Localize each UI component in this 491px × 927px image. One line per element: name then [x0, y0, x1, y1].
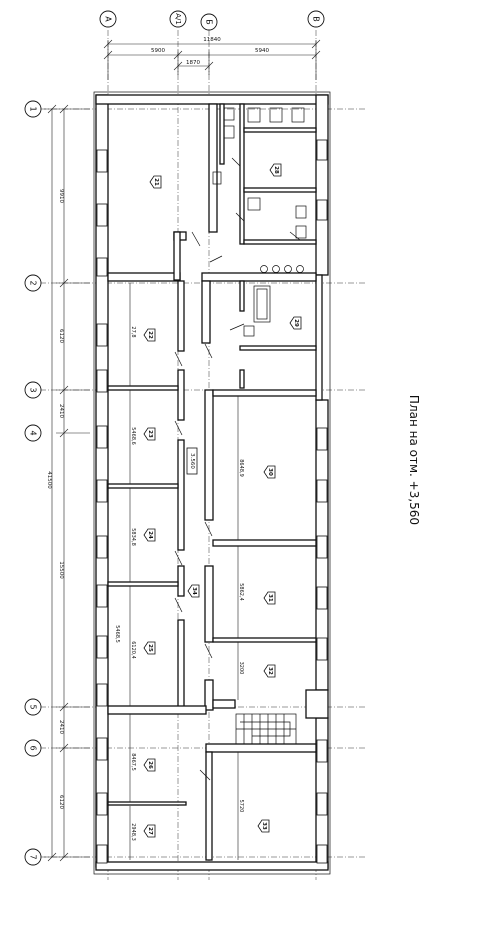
room-23-area: 5468,6 [130, 427, 136, 445]
svg-text:30: 30 [267, 468, 273, 476]
room-23-tag: 23 [143, 427, 156, 441]
room-25-area: 6120,4 [130, 641, 136, 659]
svg-text:22: 22 [147, 331, 153, 339]
room-25-tag: 25 [143, 641, 156, 655]
interior-walls [107, 103, 317, 861]
room-24-tag: 24 [143, 528, 156, 542]
room-27-area: 2948,3 [130, 823, 136, 841]
dim-left-width: 5900 [151, 48, 165, 54]
svg-text:31: 31 [267, 594, 273, 602]
room-30-area: 8648,9 [238, 459, 244, 477]
axis-bubbles-left: 1 2 3 4 5 6 7 [24, 100, 42, 866]
room-dimension-lines [129, 283, 239, 860]
room-34-tag: 34 [187, 584, 200, 598]
building-outline [93, 91, 331, 875]
svg-text:23: 23 [147, 430, 153, 438]
staircase [235, 713, 297, 745]
room-33-tag: 33 [257, 819, 270, 833]
room-27-tag: 27 [143, 824, 156, 838]
level-mark: 3.560 [186, 447, 198, 475]
axis-label-2: 2 [29, 280, 38, 285]
room-22-tag: 22 [143, 328, 156, 342]
dim-span-2-3: 6120 [58, 329, 64, 343]
room-30-tag: 30 [263, 465, 276, 479]
svg-text:28: 28 [273, 166, 279, 174]
room-21-tag: 21 [149, 175, 162, 189]
dimensions-left: 41500 9910 6120 2410 15500 2410 6120 [44, 104, 90, 862]
axis-label-a1: А/1 [174, 13, 182, 25]
room-28-tag: 28 [269, 163, 282, 177]
dim-span-6-7: 6120 [58, 795, 64, 809]
axis-label-1: 1 [29, 106, 38, 111]
dim-overall-width: 11840 [203, 37, 221, 43]
room-31-area: 5862,4 [238, 583, 244, 601]
axis-label-7: 7 [29, 854, 38, 859]
room-areas: 27,8 5468,6 5834,8 6120,4 8467,5 2948,3 … [114, 326, 244, 840]
room-31-tag: 31 [263, 591, 276, 605]
windows-right [316, 139, 328, 864]
svg-text:25: 25 [147, 644, 153, 652]
axis-label-4: 4 [29, 430, 38, 435]
door-swings [174, 157, 301, 781]
room-32-tag: 32 [263, 664, 276, 678]
dim-span-4-5: 15500 [58, 561, 64, 579]
svg-text:27: 27 [147, 827, 153, 835]
sanitary-fixtures [212, 107, 307, 337]
room-32-area: 3200 [238, 662, 244, 675]
svg-text:24: 24 [147, 531, 153, 539]
dim-right-width: 5940 [255, 48, 269, 54]
dim-overall-length: 41500 [46, 471, 52, 489]
svg-text:32: 32 [267, 667, 273, 675]
level-mark-text: 3.560 [189, 453, 195, 469]
axis-label-5: 5 [29, 704, 38, 709]
svg-text:29: 29 [293, 319, 299, 327]
plan-title: План на отм. +3,560 [407, 395, 421, 525]
svg-text:21: 21 [153, 178, 159, 186]
room-26-tag: 26 [143, 758, 156, 772]
windows-left [96, 149, 108, 864]
room-29-tag: 29 [289, 316, 302, 330]
dim-small-width: 1870 [186, 60, 200, 66]
axis-label-b: Б [205, 19, 214, 25]
axis-label-6: 6 [29, 745, 38, 750]
axis-label-a: А [104, 16, 113, 22]
room-24-area: 5834,8 [130, 528, 136, 546]
svg-text:33: 33 [261, 822, 267, 830]
room-33-area: 5720 [238, 800, 244, 813]
room-tags: 21 22 23 24 25 26 27 28 [143, 163, 302, 838]
axis-bubbles-top: А А/1 Б В [99, 10, 325, 31]
dim-span-1-2: 9910 [58, 189, 64, 203]
room-26-area: 8467,5 [130, 753, 136, 771]
axis-label-3: 3 [29, 387, 38, 392]
axis-label-v: В [312, 16, 321, 22]
svg-text:26: 26 [147, 761, 153, 769]
svg-text:34: 34 [191, 587, 197, 595]
room-22-area: 27,8 [130, 326, 136, 337]
dim-span-3-4: 2410 [58, 404, 64, 418]
inner-dimension-label: 5468,5 [114, 625, 120, 643]
dimensions-top: 11840 5900 5940 1870 [103, 37, 321, 80]
dim-span-5-6: 2410 [58, 720, 64, 734]
